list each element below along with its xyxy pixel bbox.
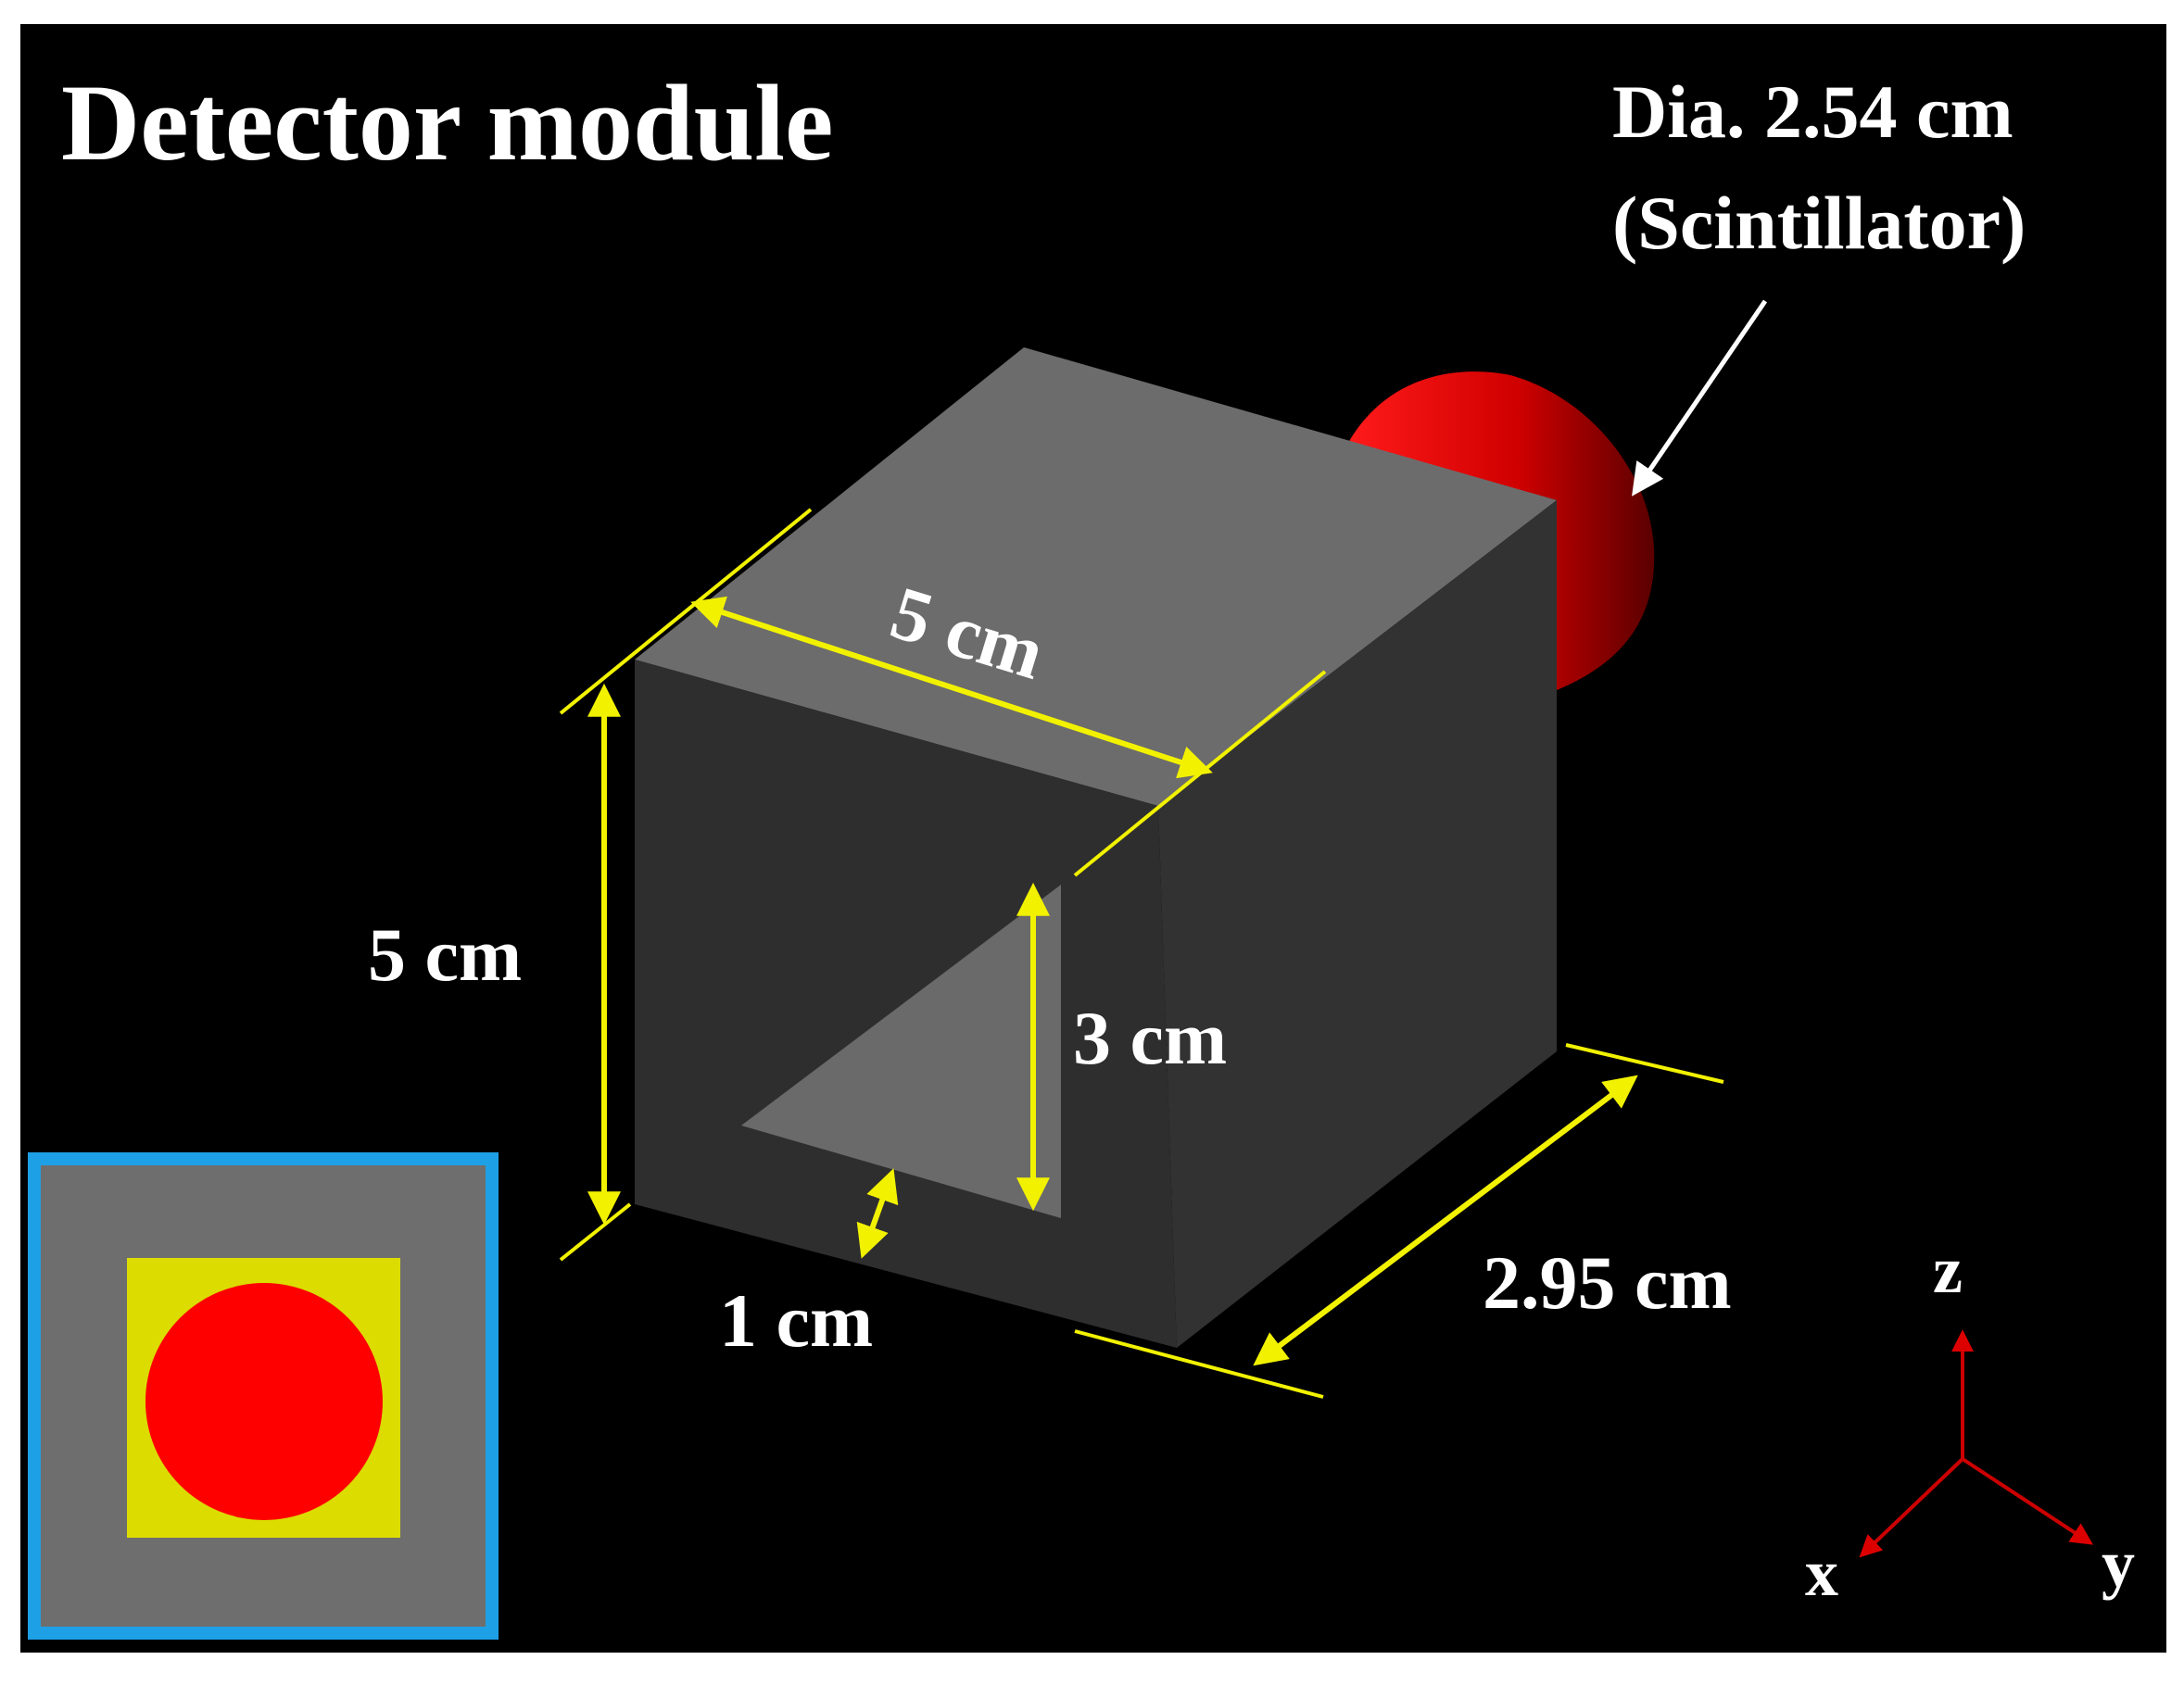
axes-triad <box>1859 1329 2094 1558</box>
y-axis-arrow <box>1961 1457 2094 1545</box>
arrow-top-width <box>690 596 1213 779</box>
figure-title: Detector module <box>61 62 833 183</box>
extension-lines <box>559 508 1724 1399</box>
dimension-arrows <box>587 596 1638 1366</box>
scintillator-name-label: (Scintillator) <box>1612 181 2026 265</box>
inset-red-circle <box>145 1283 383 1520</box>
arrow-depth <box>1253 1075 1638 1366</box>
x-axis-arrow <box>1859 1457 1964 1558</box>
arrow-slit-offset <box>856 1168 899 1259</box>
axis-label-z: z <box>1933 1233 1963 1307</box>
scintillator-cylinder <box>1348 371 1655 690</box>
axis-label-x: x <box>1805 1536 1838 1610</box>
label-depth: 2.95 cm <box>1483 1240 1732 1325</box>
scintillator-pointer-arrow <box>1632 299 1768 497</box>
label-height: 5 cm <box>368 912 522 997</box>
axis-label-y: y <box>2102 1527 2135 1601</box>
label-slit-offset: 1 cm <box>719 1278 873 1363</box>
label-slit-height: 3 cm <box>1073 996 1227 1080</box>
scintillator-diameter-label: Dia. 2.54 cm <box>1612 69 2014 154</box>
slit-opening <box>741 885 1061 1218</box>
inset-cross-section <box>28 1152 499 1640</box>
